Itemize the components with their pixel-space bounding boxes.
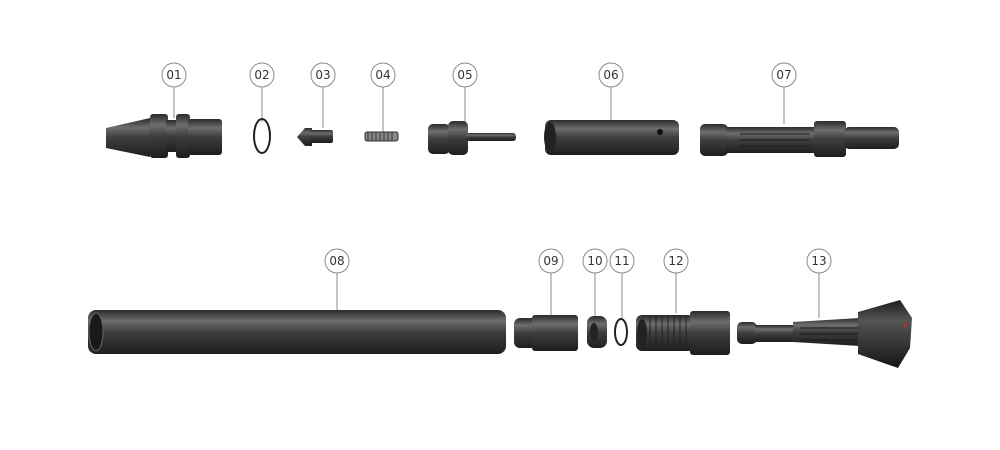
callout-label: 05 (457, 68, 472, 82)
callout-label: 13 (811, 254, 826, 268)
callout-10: 10 (582, 248, 608, 274)
part-01-top-sub (106, 114, 222, 158)
callout-08: 08 (324, 248, 350, 274)
callout-label: 03 (315, 68, 330, 82)
part-07-piston (700, 121, 899, 157)
callout-01: 01 (161, 62, 187, 88)
callout-label: 01 (166, 68, 181, 82)
callout-06: 06 (598, 62, 624, 88)
leader-lines (173, 87, 820, 318)
callout-label: 11 (614, 254, 629, 268)
callout-label: 10 (587, 254, 602, 268)
part-02-o-ring (253, 118, 271, 154)
callout-label: 04 (375, 68, 390, 82)
part-09-guide-sleeve (514, 315, 578, 351)
callout-05: 05 (452, 62, 478, 88)
callout-label: 09 (543, 254, 558, 268)
part-06-piston-case (544, 120, 679, 155)
callout-11: 11 (609, 248, 635, 274)
part-03-check-valve (297, 128, 333, 146)
callout-label: 08 (329, 254, 344, 268)
part-10-retaining-ring (587, 316, 607, 348)
callout-label: 12 (668, 254, 683, 268)
part-13-drill-bit (737, 300, 912, 368)
callout-07: 07 (771, 62, 797, 88)
part-11-o-ring (614, 318, 628, 346)
part-05-feed-tube (428, 121, 516, 155)
callout-03: 03 (310, 62, 336, 88)
callout-09: 09 (538, 248, 564, 274)
callout-12: 12 (663, 248, 689, 274)
callout-04: 04 (370, 62, 396, 88)
callout-label: 07 (776, 68, 791, 82)
part-12-front-chuck (636, 311, 730, 355)
callout-13: 13 (806, 248, 832, 274)
part-04-spring (364, 131, 399, 142)
part-08-outer-cylinder (88, 310, 506, 354)
callout-02: 02 (249, 62, 275, 88)
callout-label: 06 (603, 68, 618, 82)
callout-label: 02 (254, 68, 269, 82)
